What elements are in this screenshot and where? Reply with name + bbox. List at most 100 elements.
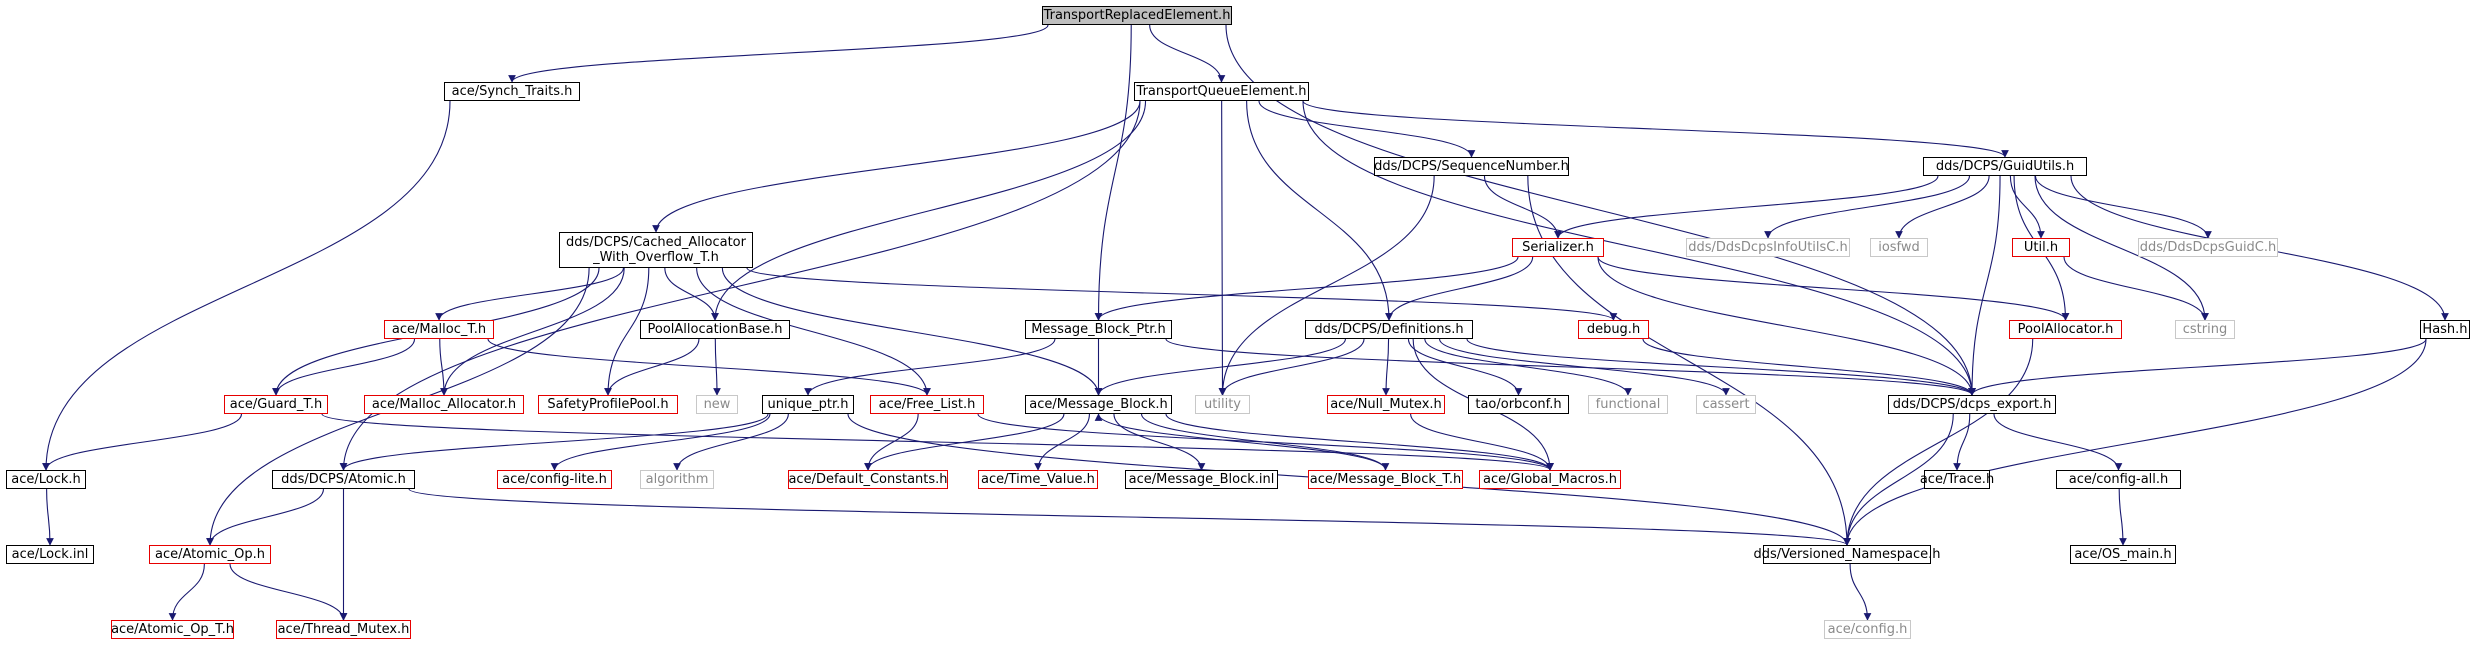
node-iosfwd: iosfwd <box>1870 238 1928 257</box>
node-config-all[interactable]: ace/config-all.h <box>2056 470 2181 489</box>
node-transportreplacedelement[interactable]: TransportReplacedElement.h <box>1042 6 1232 25</box>
node-cstring: cstring <box>2175 320 2235 339</box>
edge-export-to-versioned <box>1843 413 1954 546</box>
node-cached-allocator[interactable]: dds/DCPS/Cached_Allocator _With_Overflow… <box>559 232 753 268</box>
node-atomic-op[interactable]: ace/Atomic_Op.h <box>149 545 271 564</box>
edge-configall-to-osmain <box>2118 488 2127 546</box>
edge-export-to-configall <box>1993 413 2123 471</box>
node-new: new <box>696 395 738 414</box>
edge-poolalloc-to-versioned <box>1843 338 2034 546</box>
edge-tqe-to-poolbase <box>711 100 1147 321</box>
node-definitions[interactable]: dds/DCPS/Definitions.h <box>1305 320 1473 339</box>
node-safetyprofilepool[interactable]: SafetyProfilePool.h <box>538 395 678 414</box>
edge-root-to-mbptr <box>1094 24 1132 321</box>
edge-cached-to-mb <box>721 267 1103 396</box>
node-orbconf[interactable]: tao/orbconf.h <box>1468 395 1569 414</box>
edge-tqe-to-atomic <box>339 100 1141 471</box>
node-utility: utility <box>1195 395 1250 414</box>
node-default-constants[interactable]: ace/Default_Constants.h <box>788 470 948 489</box>
node-unique-ptr[interactable]: unique_ptr.h <box>762 395 854 414</box>
node-atomic-op-t[interactable]: ace/Atomic_Op_T.h <box>111 620 234 639</box>
node-guidutils[interactable]: dds/DCPS/GuidUtils.h <box>1923 157 2087 176</box>
node-malloc-t[interactable]: ace/Malloc_T.h <box>384 320 494 339</box>
node-config: ace/config.h <box>1824 620 1911 639</box>
node-synch-traits[interactable]: ace/Synch_Traits.h <box>444 82 580 101</box>
node-cassert: cassert <box>1696 395 1756 414</box>
edge-guid-to-util <box>2009 175 2045 239</box>
edge-cached-to-safety <box>604 267 650 396</box>
edge-seq-to-utility <box>1218 175 1435 396</box>
node-serializer[interactable]: Serializer.h <box>1512 238 1604 257</box>
edge-hash-to-versioned <box>1843 338 2427 546</box>
edge-poolbase-to-new <box>713 338 721 396</box>
node-message-block-inl[interactable]: ace/Message_Block.inl <box>1125 470 1278 489</box>
edge-guid-to-serializer <box>1554 175 1939 239</box>
edge-root-to-export <box>1225 24 1976 396</box>
node-hash[interactable]: Hash.h <box>2420 320 2470 339</box>
edge-mb-to-mbinl <box>1113 413 1206 471</box>
edge-guid-to-cstring <box>2034 175 2209 321</box>
edge-freelist-to-defconst <box>864 413 919 471</box>
edge-serializer-to-export <box>1597 256 1976 396</box>
edge-tqe-to-export <box>1302 100 1976 396</box>
edge-cached-to-poolbase <box>664 267 719 321</box>
edge-serializer-to-mbptr <box>1094 256 1519 321</box>
node-malloc-allocator[interactable]: ace/Malloc_Allocator.h <box>364 395 524 414</box>
node-message-block-ptr[interactable]: Message_Block_Ptr.h <box>1025 320 1172 339</box>
node-global-macros[interactable]: ace/Global_Macros.h <box>1479 470 1621 489</box>
edge-unique-to-algorithm <box>673 413 789 471</box>
edge-mbt-to-mb <box>1094 413 1387 471</box>
edge-defs-to-orbconf <box>1407 338 1523 396</box>
node-debug[interactable]: debug.h <box>1578 320 1649 339</box>
node-dcps-export[interactable]: dds/DCPS/dcps_export.h <box>1888 395 2056 414</box>
edge-root-to-tqe <box>1149 24 1226 83</box>
edge-cached-to-freelist <box>696 267 931 396</box>
node-os-main[interactable]: ace/OS_main.h <box>2070 545 2176 564</box>
node-message-block-t[interactable]: ace/Message_Block_T.h <box>1308 470 1463 489</box>
node-message-block[interactable]: ace/Message_Block.h <box>1025 395 1172 414</box>
edge-cached-to-malloc <box>435 267 624 321</box>
node-util[interactable]: Util.h <box>2012 238 2070 257</box>
edge-defs-to-functional <box>1424 338 1632 396</box>
node-lock-inl[interactable]: ace/Lock.inl <box>6 545 94 564</box>
node-sequencenumber[interactable]: dds/DCPS/SequenceNumber.h <box>1374 157 1569 176</box>
edge-seq-to-versioned <box>1527 175 1851 546</box>
node-trace[interactable]: ace/Trace.h <box>1919 470 1995 489</box>
node-guard-t[interactable]: ace/Guard_T.h <box>224 395 328 414</box>
edge-debug-to-export <box>1642 338 1976 396</box>
node-algorithm: algorithm <box>640 470 714 489</box>
node-atomic[interactable]: dds/DCPS/Atomic.h <box>272 470 415 489</box>
edge-defs-to-export <box>1466 338 1976 396</box>
edge-versioned-to-config <box>1849 563 1872 621</box>
edge-guid-to-export <box>1968 175 2001 396</box>
edge-util-to-cstring <box>2063 256 2209 321</box>
node-thread-mutex[interactable]: ace/Thread_Mutex.h <box>276 620 411 639</box>
node-time-value[interactable]: ace/Time_Value.h <box>978 470 1098 489</box>
node-lock[interactable]: ace/Lock.h <box>6 470 86 489</box>
edge-export-to-trace <box>1953 413 1971 471</box>
edge-defs-to-utility <box>1218 338 1365 396</box>
node-functional: functional <box>1588 395 1668 414</box>
edge-malloc-to-guard <box>272 338 416 396</box>
edge-mbptr-to-export <box>1165 338 1976 396</box>
edge-defs-to-cassert <box>1439 338 1730 396</box>
edge-malloc-to-mallocalloc <box>439 338 448 396</box>
edge-mb-to-globalmacros <box>1165 413 1554 471</box>
edge-defs-to-mb <box>1094 338 1346 396</box>
node-free-list[interactable]: ace/Free_List.h <box>870 395 984 414</box>
edge-hash-to-export <box>1968 338 2427 396</box>
node-poolallocationbase[interactable]: PoolAllocationBase.h <box>640 320 790 339</box>
edge-defs-to-nullmutex <box>1382 338 1390 396</box>
node-null-mutex[interactable]: ace/Null_Mutex.h <box>1327 395 1445 414</box>
edge-nullmutex-to-globalmacros <box>1410 413 1554 471</box>
edge-atomicop-to-threadmutex <box>229 563 348 621</box>
edge-tqe-to-guid <box>1302 100 2009 158</box>
edge-synch-to-lock <box>42 100 451 471</box>
node-versioned-namespace[interactable]: dds/Versioned_Namespace.h <box>1753 545 1941 564</box>
node-config-lite[interactable]: ace/config-lite.h <box>497 470 612 489</box>
node-transportqueueelement[interactable]: TransportQueueElement.h <box>1134 82 1309 101</box>
node-ddsdcpsinfoutilsc: dds/DdsDcpsInfoUtilsC.h <box>1686 238 1850 257</box>
node-poolallocator[interactable]: PoolAllocator.h <box>2009 320 2122 339</box>
